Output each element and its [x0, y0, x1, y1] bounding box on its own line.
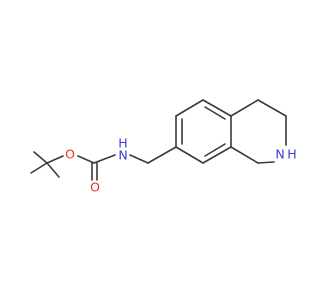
carbamate-nitrogen-label: N — [118, 148, 127, 163]
bond-methylene-ring — [147, 146, 177, 164]
ring-nitrogen-hydrogen-label: H — [287, 147, 296, 162]
carbamate-nitrogen-hydrogen-label: H — [118, 136, 127, 151]
oxygen-ether-label: O — [65, 147, 75, 162]
ring-bond-6 — [175, 146, 204, 164]
satring-bond-1 — [230, 99, 259, 117]
carbamate-group — [77, 146, 177, 181]
bond-nitrogen-methylene — [129, 154, 149, 164]
bond-carbonyl-carbon-nitrogen — [93, 154, 116, 164]
satring-bond-5 — [230, 146, 259, 164]
ring-double-bond-2 — [204, 106, 226, 120]
bond-tbu-methyl-2 — [33, 151, 48, 164]
ring-bond-3 — [202, 99, 232, 117]
tert-butyl-group — [30, 151, 64, 178]
bond-tbu-methyl-3 — [46, 162, 60, 178]
oxygen-carbonyl-label: O — [90, 180, 100, 195]
ring-double-bond-3 — [204, 143, 226, 157]
ring-bond-5 — [202, 146, 232, 164]
bond-tbu-oxygen — [46, 155, 64, 164]
ring-bond-2 — [175, 99, 204, 117]
ring-nitrogen-label: N — [275, 147, 284, 162]
satring-bond-4 — [257, 161, 275, 164]
bond-tbu-methyl-1 — [30, 162, 48, 174]
molecule-canvas: O O H N N H — [30, 99, 297, 195]
satring-bond-2 — [257, 99, 287, 117]
saturated-ring — [230, 99, 287, 164]
benzene-ring — [175, 99, 232, 164]
molecule-structure: O O H N N H — [30, 99, 297, 195]
bond-oxygen-carbonyl-carbon — [77, 155, 95, 164]
